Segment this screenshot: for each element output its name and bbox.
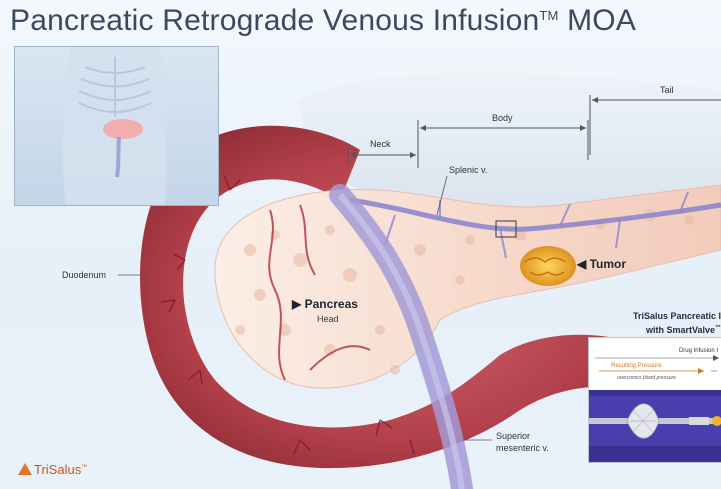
label-superior: Superior [496,431,530,441]
label-mesenteric: mesenteric v. [496,443,549,453]
resulting-pressure-label: Resulting Pressure [611,363,662,369]
label-neck: Neck [370,139,391,149]
label-pancreas: ▶ Pancreas [292,297,358,311]
torso-illustration [15,47,218,205]
label-body: Body [492,113,513,123]
trisalus-logo-icon [18,463,32,475]
label-tail: Tail [660,85,674,95]
label-duodenum: Duodenum [62,270,106,280]
drug-infusion-label: Drug Infusion I [679,348,718,354]
body-inset-image [14,46,219,206]
label-splenic-vein: Splenic v. [449,165,487,175]
page-title: Pancreatic Retrograde Venous InfusionTM … [10,4,636,38]
label-tumor: ◀ Tumor [577,257,626,271]
tumor-mass [520,246,576,286]
device-panel-title: TriSalus Pancreatic I with SmartValve™ [560,310,721,336]
overcomes-label: overcomes blood pressure [617,375,676,381]
device-diagram [589,338,721,462]
brand-logo: TriSalus™ [18,462,87,477]
label-head: Head [317,314,339,324]
device-panel: Drug Infusion I Resulting Pressure overc… [588,337,721,463]
